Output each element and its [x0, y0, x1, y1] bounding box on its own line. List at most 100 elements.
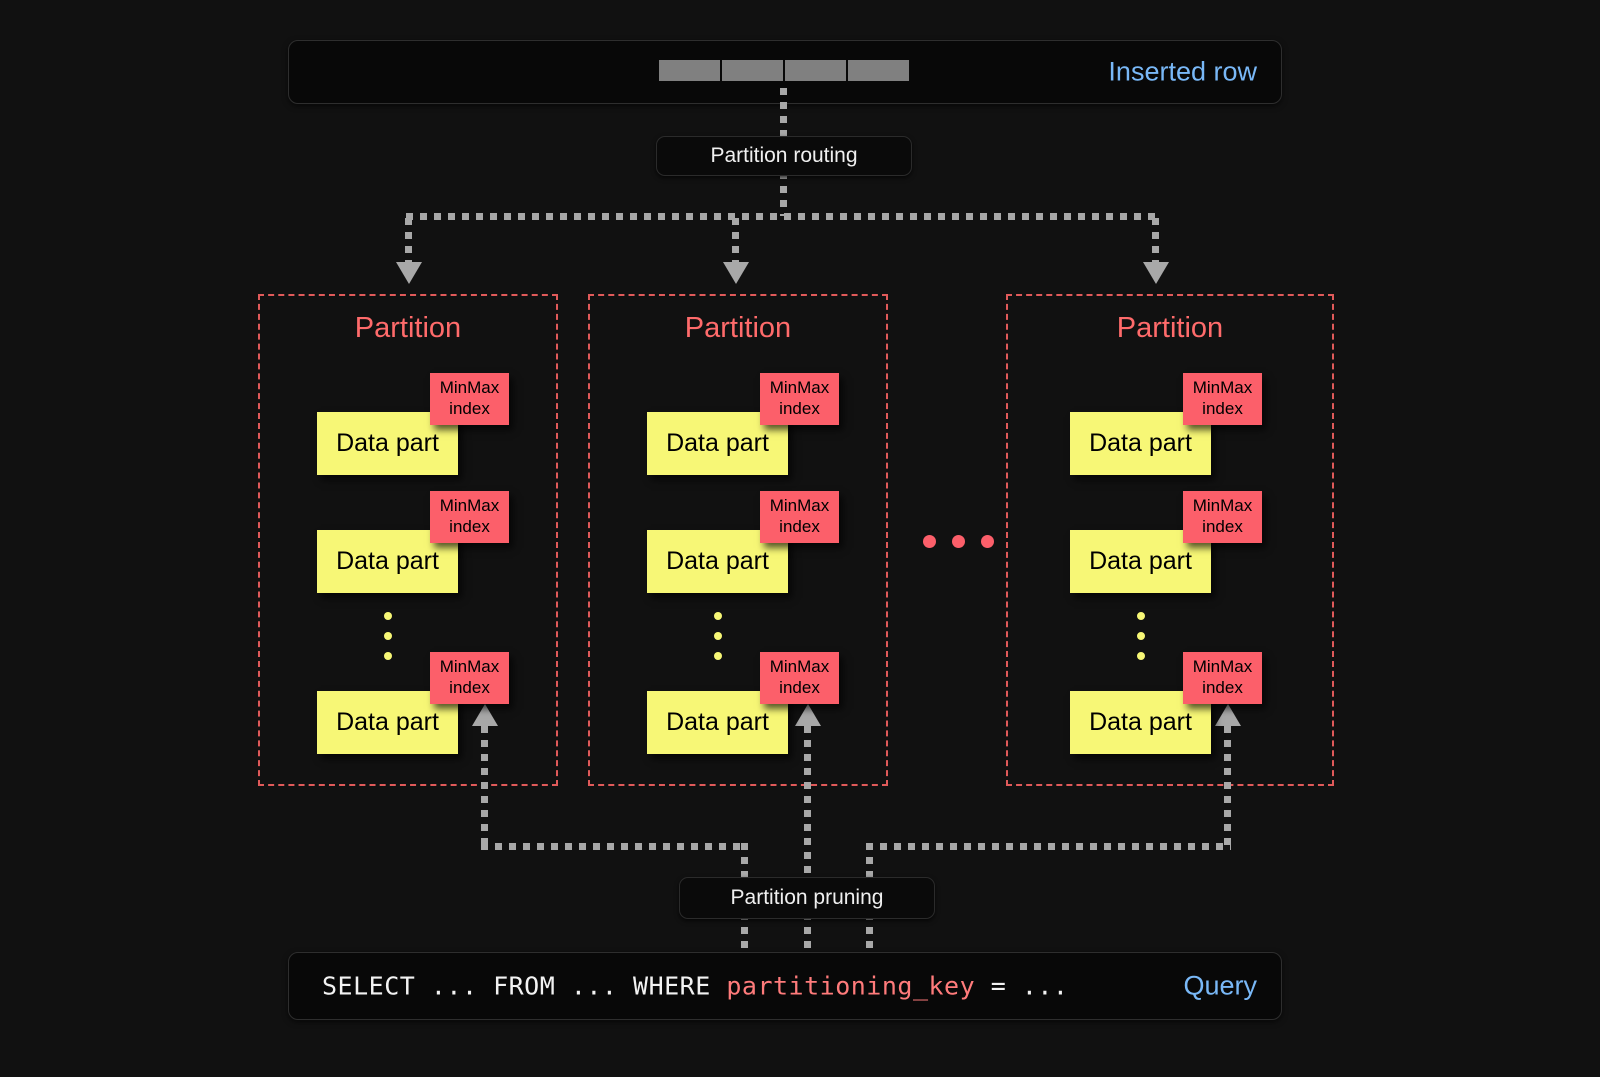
minmax-index-badge: MinMax index: [760, 652, 839, 704]
minmax-index-badge: MinMax index: [760, 491, 839, 543]
data-part: Data part: [647, 691, 788, 754]
minmax-line2: index: [779, 678, 820, 697]
minmax-index-badge: MinMax index: [1183, 652, 1262, 704]
ellipsis-dot: [1137, 652, 1145, 660]
data-part: Data part: [317, 691, 458, 754]
row-cell: [659, 60, 720, 81]
ellipsis-dot: [384, 652, 392, 660]
connector-pruning-to-query-1: [741, 913, 748, 955]
minmax-line2: index: [1202, 678, 1243, 697]
minmax-line1: MinMax: [769, 378, 830, 398]
minmax-line2: index: [449, 517, 490, 536]
row-cell: [848, 60, 909, 81]
connector-pruning-to-query-2: [804, 913, 811, 955]
minmax-index-badge: MinMax index: [1183, 373, 1262, 425]
data-part-label: Data part: [1089, 708, 1192, 736]
ellipsis-dot: [981, 535, 994, 548]
connector-routing-to-bus: [780, 172, 787, 216]
ellipsis-dot: [952, 535, 965, 548]
data-part: Data part: [647, 412, 788, 475]
arrowhead-down-partition-3: [1143, 262, 1169, 284]
data-part-label: Data part: [666, 708, 769, 736]
connector-partition-1-to-pruning: [481, 843, 748, 850]
data-part: Data part: [317, 530, 458, 593]
query-bar: SELECT ... FROM ... WHERE partitioning_k…: [288, 952, 1282, 1020]
partition-horizontal-ellipsis: [923, 535, 994, 548]
data-part-vertical-ellipsis: [1137, 612, 1145, 660]
data-part-label: Data part: [1089, 429, 1192, 457]
data-part-label: Data part: [336, 429, 439, 457]
connector-partition-3-riser: [1224, 726, 1231, 848]
arrowhead-down-partition-1: [396, 262, 422, 284]
connector-row-to-routing: [780, 88, 787, 140]
minmax-line1: MinMax: [1192, 378, 1253, 398]
routing-bus: [406, 213, 1156, 220]
connector-pruning-to-query-3: [866, 913, 873, 955]
query-sql-text: SELECT ... FROM ... WHERE partitioning_k…: [322, 972, 1068, 1001]
minmax-line2: index: [449, 678, 490, 697]
connector-partition-1-riser: [481, 726, 488, 848]
minmax-line2: index: [1202, 399, 1243, 418]
partition-box-1: Partition Data part MinMax index Data pa…: [258, 294, 558, 786]
partition-title: Partition: [684, 312, 792, 344]
ellipsis-dot: [714, 632, 722, 640]
minmax-line1: MinMax: [1192, 496, 1253, 516]
partition-routing-box: Partition routing: [656, 136, 912, 176]
minmax-line2: index: [1202, 517, 1243, 536]
ellipsis-dot: [384, 632, 392, 640]
minmax-index-badge: MinMax index: [430, 652, 509, 704]
connector-pruning-leg-left: [741, 843, 748, 883]
minmax-line1: MinMax: [439, 657, 500, 677]
sql-suffix: = ...: [975, 971, 1069, 1001]
inserted-row-label: Inserted row: [1108, 56, 1257, 87]
connector-bus-to-partition-3: [1152, 218, 1159, 264]
arrowhead-up-partition-2: [795, 704, 821, 726]
data-part-label: Data part: [336, 708, 439, 736]
ellipsis-dot: [1137, 632, 1145, 640]
connector-partition-3-to-pruning: [866, 843, 1231, 850]
ellipsis-dot: [384, 612, 392, 620]
minmax-line2: index: [779, 399, 820, 418]
data-part-label: Data part: [336, 547, 439, 575]
connector-pruning-leg-right: [866, 843, 873, 883]
connector-partition-2-riser: [804, 726, 811, 883]
minmax-line2: index: [779, 517, 820, 536]
ellipsis-dot: [714, 612, 722, 620]
partition-box-3: Partition Data part MinMax index Data pa…: [1006, 294, 1334, 786]
partition-box-2: Partition Data part MinMax index Data pa…: [588, 294, 888, 786]
query-label: Query: [1183, 970, 1257, 1001]
ellipsis-dot: [923, 535, 936, 548]
partition-routing-label: Partition routing: [710, 144, 858, 167]
partition-pruning-box: Partition pruning: [679, 877, 935, 919]
minmax-line2: index: [449, 399, 490, 418]
arrowhead-up-partition-1: [472, 704, 498, 726]
minmax-index-badge: MinMax index: [430, 373, 509, 425]
sql-partitioning-key: partitioning_key: [726, 971, 976, 1001]
connector-bus-to-partition-1: [405, 218, 412, 264]
minmax-line1: MinMax: [769, 496, 830, 516]
data-part-label: Data part: [1089, 547, 1192, 575]
sql-prefix: SELECT ... FROM ... WHERE: [322, 971, 727, 1001]
inserted-row-cells: [659, 60, 909, 81]
partition-pruning-label: Partition pruning: [730, 886, 884, 909]
inserted-row-bar: Inserted row: [288, 40, 1282, 104]
partition-title: Partition: [1116, 312, 1224, 344]
minmax-index-badge: MinMax index: [1183, 491, 1262, 543]
minmax-index-badge: MinMax index: [430, 491, 509, 543]
connector-bus-to-partition-2: [732, 218, 739, 264]
minmax-index-badge: MinMax index: [760, 373, 839, 425]
data-part-vertical-ellipsis: [714, 612, 722, 660]
minmax-line1: MinMax: [1192, 657, 1253, 677]
minmax-line1: MinMax: [769, 657, 830, 677]
ellipsis-dot: [1137, 612, 1145, 620]
partition-title: Partition: [354, 312, 462, 344]
data-part-vertical-ellipsis: [384, 612, 392, 660]
row-cell: [722, 60, 783, 81]
ellipsis-dot: [714, 652, 722, 660]
arrowhead-up-partition-3: [1215, 704, 1241, 726]
data-part-label: Data part: [666, 547, 769, 575]
minmax-line1: MinMax: [439, 496, 500, 516]
arrowhead-down-partition-2: [723, 262, 749, 284]
minmax-line1: MinMax: [439, 378, 500, 398]
